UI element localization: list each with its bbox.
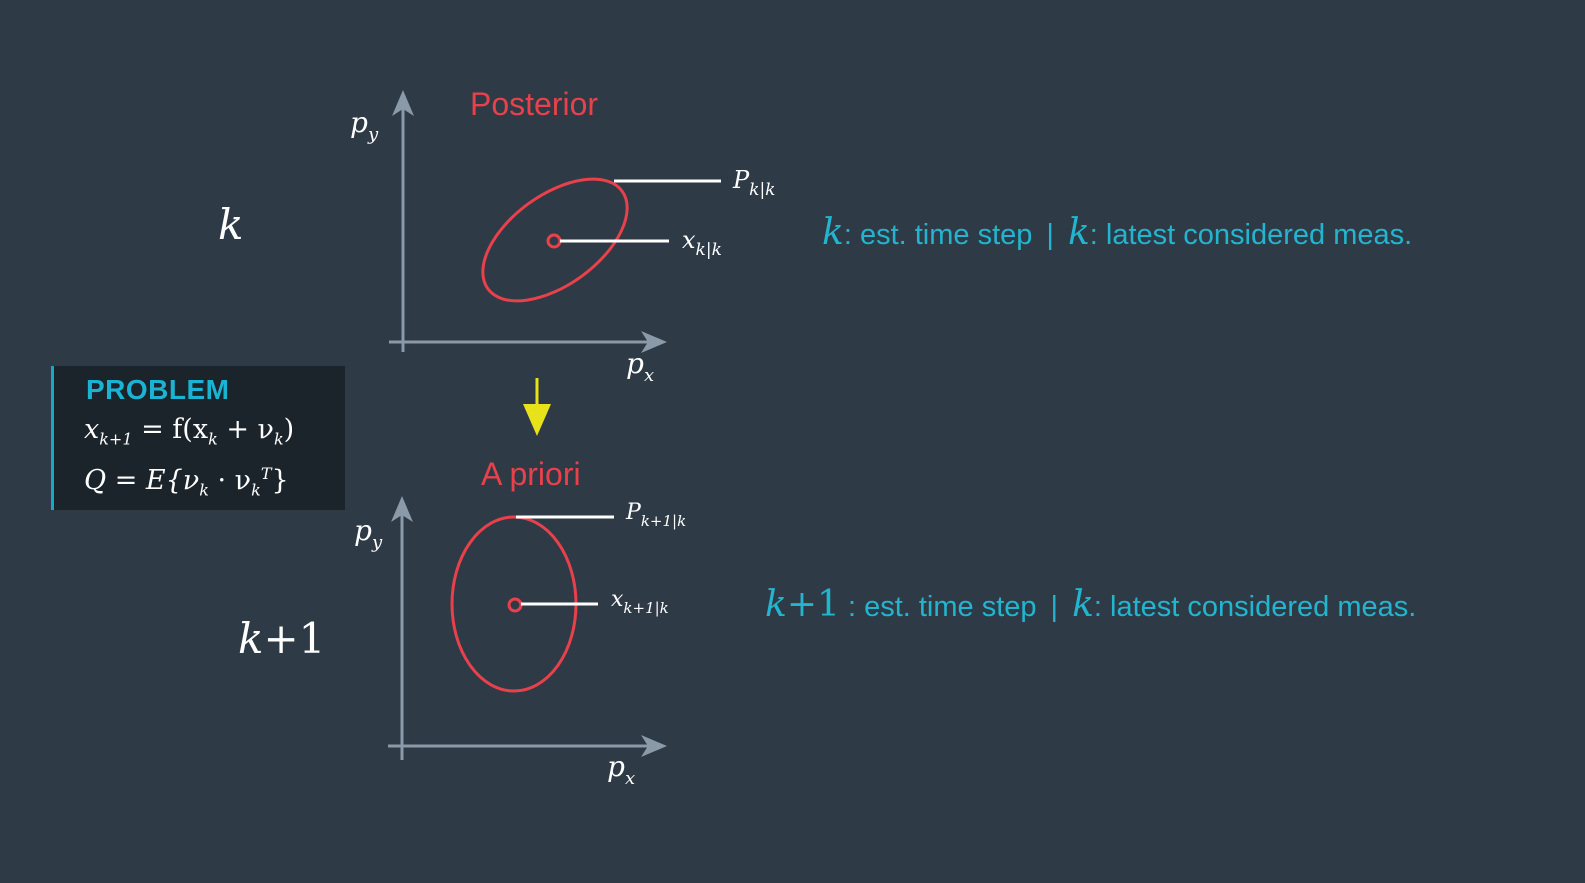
problem-box: PROBLEM xk+1 = f(xk + νk) Q = E{νk · νkT… xyxy=(51,366,345,510)
apriori-x-arrowhead xyxy=(641,735,667,757)
apriori-state-marker xyxy=(507,597,523,613)
process-model-equation: xk+1 = f(xk + νk) xyxy=(84,414,295,449)
apriori-cov-label: Pk+1|k xyxy=(625,500,686,530)
apriori-x-label: px xyxy=(607,750,635,789)
posterior-state-label: xk|k xyxy=(682,226,722,260)
process-noise-equation: Q = E{νk · νkT} xyxy=(84,464,289,500)
posterior-covariance-ellipse xyxy=(481,177,629,303)
posterior-cov-label: Pk|k xyxy=(732,166,776,200)
caption-posterior: k: est. time step|k: latest considered m… xyxy=(822,212,1413,253)
posterior-x-label: px xyxy=(626,347,654,386)
apriori-title: A priori xyxy=(481,456,581,492)
posterior-state-marker xyxy=(546,233,562,249)
posterior-axes xyxy=(389,90,667,353)
posterior-title: Posterior xyxy=(470,86,599,122)
posterior-x-arrowhead xyxy=(641,331,667,353)
apriori-y-label: py xyxy=(354,514,383,553)
problem-title: PROBLEM xyxy=(86,374,230,405)
caption-apriori: k+1 : est. time step|k: latest considere… xyxy=(765,584,1417,625)
step-label-k: k xyxy=(218,200,244,249)
step-label-k-plus-1: k+1 xyxy=(238,614,326,663)
apriori-y-arrowhead xyxy=(391,496,413,522)
posterior-y-arrowhead xyxy=(392,90,414,116)
apriori-state-label: xk+1|k xyxy=(611,587,669,617)
posterior-y-label: py xyxy=(350,106,379,145)
apriori-axes xyxy=(388,496,667,760)
prediction-arrow xyxy=(523,378,551,436)
